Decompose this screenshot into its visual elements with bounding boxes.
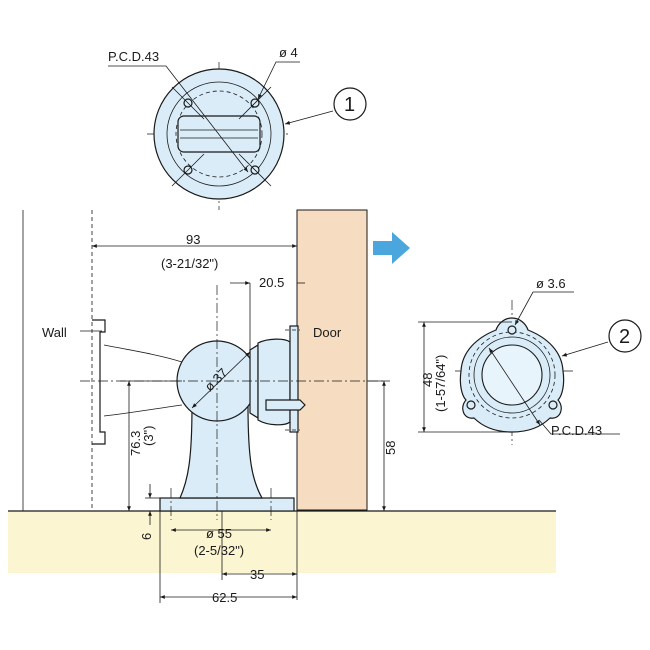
direction-arrow-icon bbox=[373, 232, 410, 264]
wall-label: Wall bbox=[42, 325, 67, 340]
top-pcd-circle bbox=[175, 90, 263, 178]
top-view: P.C.D.43 ø 4 1 bbox=[108, 45, 367, 210]
door-pcd-leader bbox=[538, 419, 620, 435]
stopper-base bbox=[159, 497, 295, 512]
top-hole-label: ø 4 bbox=[279, 45, 298, 60]
pcd-leader bbox=[108, 65, 249, 173]
door-label: Door bbox=[313, 325, 342, 340]
top-inner-ring bbox=[166, 81, 272, 187]
dim-20-5: 20.5 bbox=[259, 275, 284, 290]
dim-55-inch: (2-5/32") bbox=[194, 543, 244, 558]
door-catch-plate bbox=[289, 325, 299, 433]
hole-cross bbox=[171, 153, 205, 187]
flange-center bbox=[481, 344, 543, 406]
dim-48-inch: (1-57/64") bbox=[433, 355, 448, 412]
door-hole bbox=[548, 400, 558, 410]
callout-1-circle bbox=[333, 87, 367, 121]
stopper-neck bbox=[103, 344, 183, 417]
callout-2-leader bbox=[561, 341, 609, 357]
top-pcd-label: P.C.D.43 bbox=[108, 49, 159, 64]
magnet-face bbox=[249, 343, 259, 420]
hole-cross bbox=[238, 86, 272, 120]
floor bbox=[8, 511, 556, 573]
callout-1: 1 bbox=[344, 94, 355, 116]
pcd-diameter bbox=[488, 347, 541, 426]
dim-35: 35 bbox=[250, 567, 264, 582]
door-catch bbox=[257, 338, 291, 426]
dim-76-3-inch: (3") bbox=[141, 425, 156, 446]
callout-2-circle bbox=[608, 319, 642, 353]
dim-58: 58 bbox=[383, 441, 398, 455]
door-hole-leader bbox=[514, 291, 574, 326]
dim-93-inch: (3-21/32") bbox=[161, 256, 218, 271]
dim-55: ø 55 bbox=[206, 526, 232, 541]
door-panel bbox=[296, 209, 368, 511]
door-hole bbox=[507, 325, 517, 335]
door-pcd-circle bbox=[468, 331, 556, 419]
wall-bracket bbox=[92, 319, 106, 445]
callout-2: 2 bbox=[619, 326, 630, 348]
dim-62-5: 62.5 bbox=[212, 590, 237, 605]
dim-48: 48 bbox=[420, 373, 435, 387]
door-hole bbox=[466, 400, 476, 410]
dia37-leader bbox=[191, 351, 251, 409]
dim-6: 6 bbox=[139, 533, 154, 540]
hole-leader bbox=[257, 61, 300, 100]
dim-93: 93 bbox=[186, 232, 200, 247]
door-view: ø 3.6 P.C.D.43 48 (1-57/64") 2 bbox=[418, 276, 642, 445]
door-hole-label: ø 3.6 bbox=[536, 276, 566, 291]
catch-pin bbox=[265, 399, 306, 411]
hole-cross bbox=[238, 153, 272, 187]
door-pcd-label: P.C.D.43 bbox=[551, 423, 602, 438]
dim-76-3: 76.3 bbox=[128, 431, 143, 456]
hole-cross bbox=[171, 86, 205, 120]
callout-1-leader bbox=[284, 110, 334, 125]
